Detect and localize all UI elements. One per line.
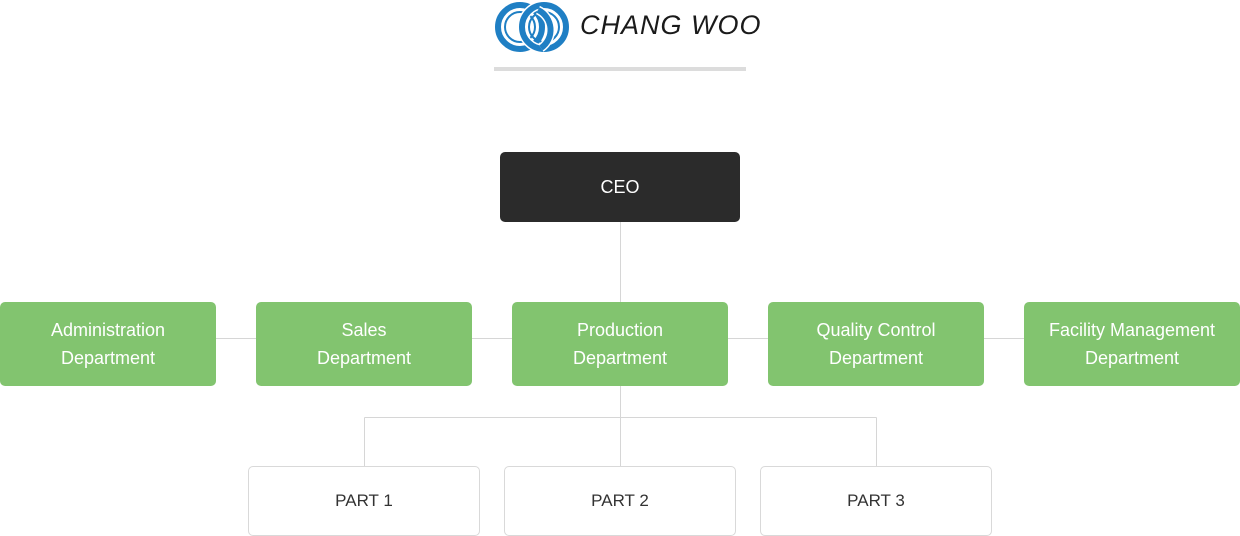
dept-label: Production Department (572, 320, 668, 368)
part-label: PART 1 (335, 491, 393, 510)
part-1-box: PART 1 (248, 466, 480, 536)
dept-label: Sales Department (316, 320, 412, 368)
dept-production: Production Department (512, 302, 728, 386)
dept-sales: Sales Department (256, 302, 472, 386)
part-2-box: PART 2 (504, 466, 736, 536)
dept-label: Administration Department (50, 320, 166, 368)
dept-label: Facility Management Department (1048, 320, 1216, 368)
dept-facility-management: Facility Management Department (1024, 302, 1240, 386)
part-3-box: PART 3 (760, 466, 992, 536)
dept-administration: Administration Department (0, 302, 216, 386)
part-label: PART 2 (591, 491, 649, 510)
ceo-box: CEO (500, 152, 740, 222)
company-logo: CHANG WOO (494, 0, 761, 72)
logo-underline (494, 67, 746, 71)
dept-label: Quality Control Department (816, 320, 936, 368)
ceo-label: CEO (600, 176, 640, 197)
dept-quality-control: Quality Control Department (768, 302, 984, 386)
part-label: PART 3 (847, 491, 905, 510)
logo-text: CHANG WOO (580, 10, 762, 40)
interlocked-rings-icon (495, 2, 570, 52)
